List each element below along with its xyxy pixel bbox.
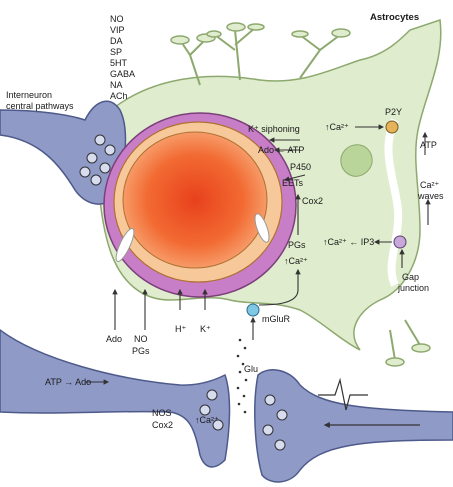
p450-label: P450 <box>290 162 311 172</box>
vessel-lumen <box>123 132 267 268</box>
gap-junction <box>394 236 406 248</box>
ca-waves-label-line2: waves <box>417 191 444 201</box>
k-siphoning-label: K⁺ siphoning <box>248 124 300 134</box>
mglur-receptor <box>247 304 259 316</box>
nt-item: NO <box>110 14 124 24</box>
title: Astrocytes <box>370 12 419 23</box>
p2y-label: P2Y <box>385 107 402 117</box>
ado-atp-label: Ado ← ATP <box>258 145 304 155</box>
postsynaptic-neuron <box>255 370 453 482</box>
nt-item: ACh <box>110 91 128 101</box>
glutamate-release-dots <box>237 339 248 414</box>
bottom-ca-up-label: ↑Ca²⁺ <box>195 415 219 425</box>
nt-item: 5HT <box>110 58 128 68</box>
nt-item: SP <box>110 47 122 57</box>
astrocyte-organelle <box>341 145 372 177</box>
ado-label: Ado <box>106 334 122 344</box>
interneuron-label-line1: Interneuron <box>6 90 52 100</box>
neurotransmitter-list: NO VIP DA SP 5HT GABA NA ACh <box>110 14 135 101</box>
h-plus-label: H⁺ <box>175 324 186 334</box>
pgs-bottom-label: PGs <box>132 346 150 356</box>
atp-label: ATP <box>420 140 437 150</box>
astro-ca-up-label: ↑Ca²⁺ <box>325 122 349 132</box>
eets-label: EETs <box>282 178 304 188</box>
ca-waves-label-line1: Ca²⁺ <box>420 180 440 190</box>
p2y-receptor <box>386 121 398 133</box>
nt-item: DA <box>110 36 123 46</box>
gap-junction-label-line1: Gap <box>402 272 419 282</box>
cox2-bottom-label: Cox2 <box>152 420 173 430</box>
nt-item: VIP <box>110 25 125 35</box>
cox2-label: Cox2 <box>302 196 323 206</box>
mglur-label: mGluR <box>262 314 291 324</box>
ca-ip3-label: ↑Ca²⁺ ← IP3 <box>323 237 374 247</box>
nt-item: NA <box>110 80 123 90</box>
gap-junction-label-line2: junction <box>397 283 429 293</box>
glu-label: Glu <box>244 364 258 374</box>
nt-item: GABA <box>110 69 135 79</box>
bottom-neuron <box>0 330 230 467</box>
atp-ado-label: ATP → Ado <box>45 377 91 387</box>
pgs-label: PGs <box>288 240 306 250</box>
nos-label: NOS <box>152 408 172 418</box>
ca-up-label: ↑Ca²⁺ <box>284 256 308 266</box>
interneuron-label-line2: central pathways <box>6 101 74 111</box>
k-plus-label: K⁺ <box>200 324 211 334</box>
no-label: NO <box>134 334 148 344</box>
